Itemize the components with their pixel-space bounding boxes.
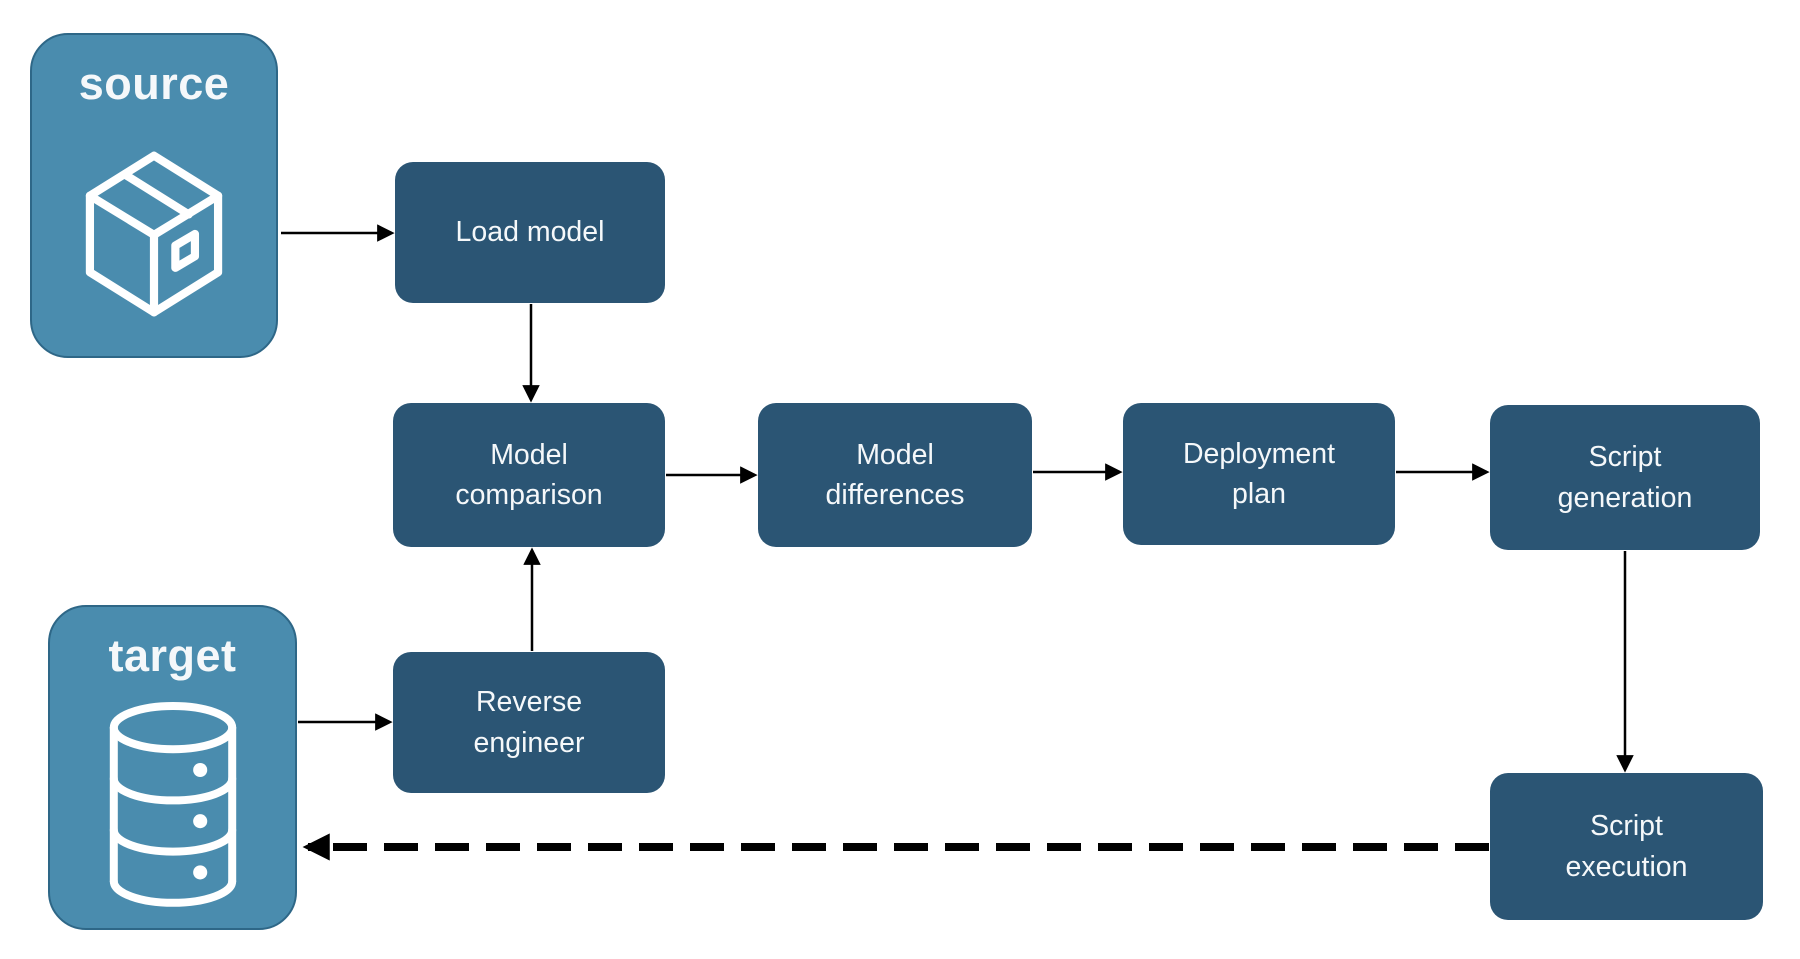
- model-comparison-label: Model comparison: [455, 438, 603, 511]
- model-differences-label: Model differences: [825, 438, 965, 511]
- script-execution-label: Script execution: [1565, 810, 1688, 883]
- reverse-engineer-label: Reverse engineer: [473, 686, 585, 759]
- model-comparison-node: Model comparison: [393, 403, 665, 547]
- target-label: target: [108, 630, 237, 681]
- package-icon: [32, 111, 276, 356]
- database-icon: [50, 683, 295, 928]
- model-differences-node: Model differences: [758, 403, 1032, 547]
- load-model-label: Load model: [455, 216, 605, 249]
- target-container: target: [48, 605, 297, 930]
- deployment-plan-label: Deployment plan: [1182, 437, 1336, 510]
- deployment-plan-node: Deployment plan: [1123, 403, 1395, 545]
- script-execution-node: Script execution: [1490, 773, 1763, 920]
- source-label: source: [78, 58, 230, 109]
- source-container: source: [30, 33, 278, 358]
- script-generation-node: Script generation: [1490, 405, 1760, 550]
- load-model-node: Load model: [395, 162, 665, 303]
- script-generation-label: Script generation: [1557, 441, 1693, 514]
- reverse-engineer-node: Reverse engineer: [393, 652, 665, 793]
